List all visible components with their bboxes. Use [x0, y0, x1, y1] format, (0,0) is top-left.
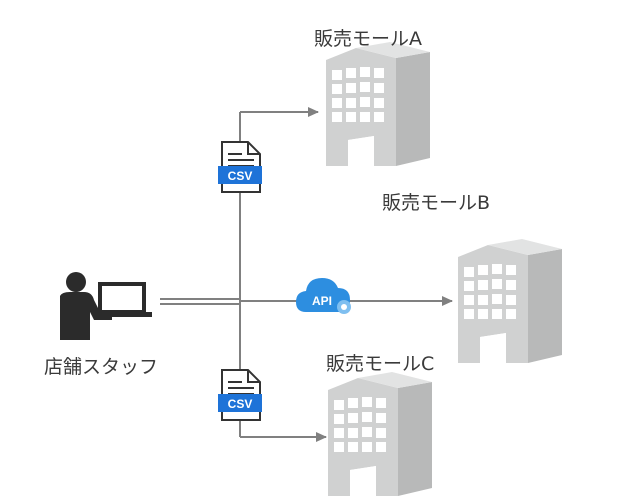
building-icon	[326, 42, 430, 166]
csv-label: CSV	[228, 169, 253, 183]
building-icon	[458, 239, 562, 363]
person-at-laptop-icon	[60, 272, 152, 340]
mall-c-label: 販売モールC	[326, 353, 435, 375]
connector-trunk	[160, 298, 240, 305]
mall-b-label: 販売モールB	[382, 192, 491, 214]
api-label: API	[312, 294, 332, 308]
csv-file-icon	[218, 141, 262, 193]
building-icon	[328, 372, 432, 496]
csv-file-icon	[218, 369, 262, 421]
api-cloud-icon	[296, 278, 351, 314]
csv-label: CSV	[228, 397, 253, 411]
mall-a-label: 販売モールA	[314, 28, 422, 50]
staff-label: 店舗スタッフ	[44, 356, 159, 378]
